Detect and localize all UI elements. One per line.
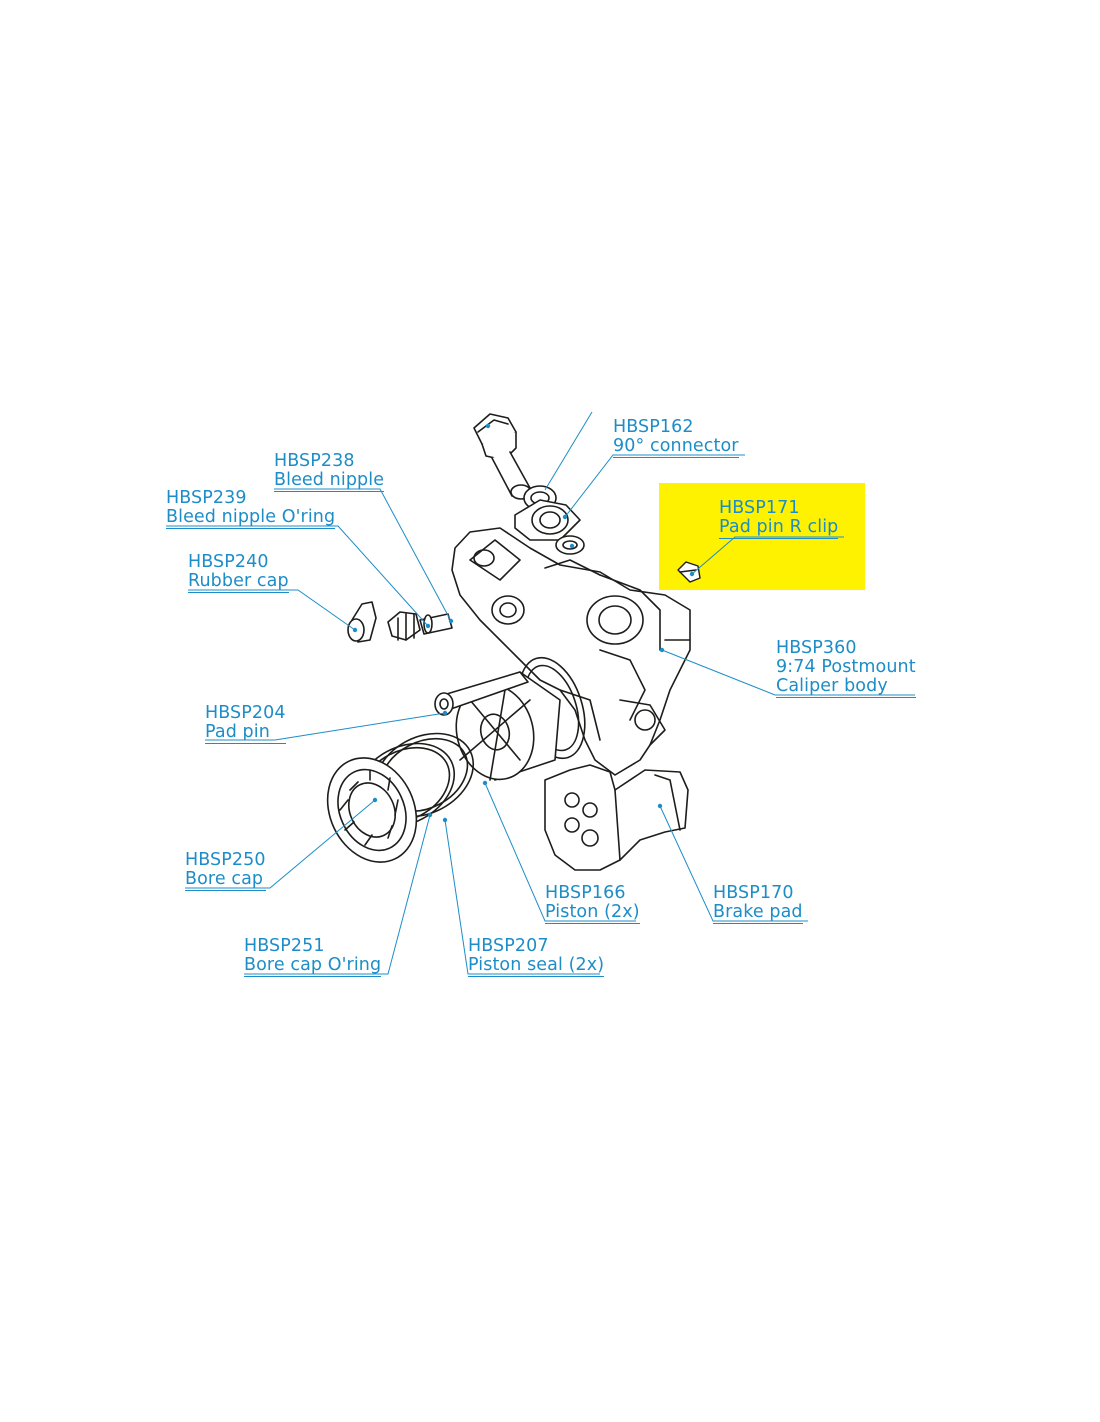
part-code: HBSP251 xyxy=(244,936,325,956)
leader-hbsp239 xyxy=(166,525,429,627)
label-hbsp360: HBSP360 9:74 Postmount Caliper body xyxy=(776,639,916,698)
r-clip-drawing xyxy=(677,561,701,583)
part-name: Piston (2x) xyxy=(545,902,640,924)
part-code: HBSP171 xyxy=(719,498,800,518)
part-name: Pad pin R clip xyxy=(719,517,839,539)
leader-hbsp251 xyxy=(244,814,431,975)
part-code: HBSP240 xyxy=(188,552,269,572)
leader-hbsp204 xyxy=(205,712,446,741)
part-code: HBSP166 xyxy=(545,883,626,903)
part-name: Bleed nipple xyxy=(274,470,385,492)
banjo-bolt-drawing xyxy=(473,413,532,500)
bleed-nipple-drawing xyxy=(387,611,453,641)
part-code: HBSP250 xyxy=(185,850,266,870)
caliper-body-drawing xyxy=(451,527,691,776)
connector-drawing xyxy=(514,499,585,555)
leader-hbsp170 xyxy=(659,805,808,922)
leader-dots xyxy=(352,423,695,823)
part-code: HBSP162 xyxy=(613,417,694,437)
part-name: Bore cap xyxy=(185,870,266,891)
pad-pin-drawing xyxy=(434,671,529,716)
leader-hbsp171 xyxy=(691,536,844,575)
rubber-cap-drawing xyxy=(347,601,377,643)
label-hbsp204: HBSP204 Pad pin xyxy=(205,704,286,744)
label-hbsp238: HBSP238 Bleed nipple xyxy=(274,451,385,492)
label-hbsp171: HBSP171 Pad pin R clip xyxy=(719,498,839,539)
part-code: HBSP238 xyxy=(274,451,355,471)
part-name: Rubber cap xyxy=(188,571,289,593)
part-name: Bleed nipple O'ring xyxy=(166,507,336,529)
brake-pad-drawing xyxy=(544,764,689,871)
part-name: Brake pad xyxy=(713,902,803,924)
part-name-line-2: Caliper body xyxy=(776,677,916,698)
part-name: Piston seal (2x) xyxy=(468,955,605,977)
label-hbsp162: HBSP162 90° connector xyxy=(613,418,739,458)
leader-hbsp162 xyxy=(564,454,745,518)
part-code: HBSP207 xyxy=(468,936,549,956)
label-hbsp239: HBSP239 Bleed nipple O'ring xyxy=(166,488,336,529)
part-code: HBSP360 xyxy=(776,638,857,658)
leader-hbsp250 xyxy=(185,799,376,889)
leader-hbsp240 xyxy=(188,589,356,631)
part-code: HBSP170 xyxy=(713,883,794,903)
bore-cap-drawing xyxy=(326,757,418,863)
label-hbsp170: HBSP170 Brake pad xyxy=(713,884,803,924)
part-name: Bore cap O'ring xyxy=(244,955,382,977)
leader-hbsp238 xyxy=(274,488,452,622)
part-name: 9:74 Postmount xyxy=(776,657,916,677)
leader-lines xyxy=(166,411,915,975)
part-name: 90° connector xyxy=(613,436,739,458)
label-hbsp207: HBSP207 Piston seal (2x) xyxy=(468,936,605,977)
label-hbsp251: HBSP251 Bore cap O'ring xyxy=(244,936,382,977)
part-code: HBSP204 xyxy=(205,703,286,723)
label-hbsp240: HBSP240 Rubber cap xyxy=(188,553,289,593)
label-hbsp250: HBSP250 Bore cap xyxy=(185,851,266,891)
leader-hbsp360 xyxy=(661,649,915,696)
leader-hbsp207 xyxy=(444,819,600,975)
leader-hbsp166 xyxy=(484,782,636,922)
part-name: Pad pin xyxy=(205,723,286,744)
part-code: HBSP239 xyxy=(166,488,247,508)
leader-hbsp162-top xyxy=(544,411,593,491)
label-hbsp166: HBSP166 Piston (2x) xyxy=(545,884,640,924)
